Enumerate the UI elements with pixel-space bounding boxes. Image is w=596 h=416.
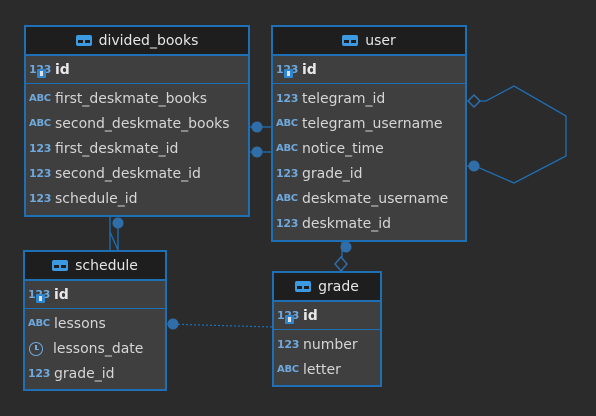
text-type-icon: ABC: [276, 118, 298, 129]
clock-icon: [29, 341, 43, 356]
text-type-icon: ABC: [29, 93, 51, 104]
table-icon: [52, 260, 69, 271]
number-type-icon: 123: [29, 142, 52, 155]
column-name: first_deskmate_id: [55, 140, 179, 157]
column-row[interactable]: ABC notice_time: [273, 136, 465, 161]
primary-key-row[interactable]: 123 id: [273, 56, 465, 84]
number-type-icon: 123: [276, 167, 299, 180]
column-name: schedule_id: [55, 190, 138, 207]
column-name: deskmate_username: [302, 190, 449, 207]
column-name: number: [303, 336, 358, 353]
entity-header: user: [273, 27, 465, 56]
column-name: id: [54, 286, 69, 303]
number-type-icon: 123: [276, 217, 299, 230]
rel-line-books-schedule-c: [109, 231, 119, 251]
number-type-icon: 123: [276, 92, 299, 105]
rel-diamond: [466, 93, 482, 109]
key-icon: [285, 315, 294, 324]
primary-key-row[interactable]: 123 id: [274, 302, 380, 330]
rel-diamond: [334, 255, 348, 273]
column-name: first_deskmate_books: [55, 90, 207, 107]
number-type-icon: 123: [277, 338, 300, 351]
text-type-icon: ABC: [277, 364, 299, 375]
column-name: second_deskmate_books: [55, 115, 230, 132]
rel-endpoint: [112, 217, 124, 229]
text-type-icon: ABC: [28, 318, 50, 329]
number-type-icon: 123: [28, 367, 51, 380]
rel-line-user-self: [466, 85, 567, 184]
number-type-icon: 123: [276, 63, 299, 78]
column-name: grade_id: [302, 165, 363, 182]
column-name: lessons: [54, 315, 106, 332]
number-type-icon: 123: [29, 192, 52, 205]
column-row[interactable]: ABC letter: [274, 357, 380, 382]
number-type-icon: 123: [28, 288, 51, 303]
rel-endpoint: [251, 146, 263, 158]
rel-endpoint: [251, 121, 263, 133]
column-name: deskmate_id: [302, 215, 391, 232]
primary-key-row[interactable]: 123 id: [26, 56, 248, 84]
text-type-icon: ABC: [276, 143, 298, 154]
number-type-icon: 123: [29, 167, 52, 180]
key-icon: [284, 69, 293, 78]
rel-endpoint: [167, 318, 179, 330]
column-name: telegram_id: [302, 90, 386, 107]
column-row[interactable]: ABC telegram_username: [273, 111, 465, 136]
rel-line-schedule-grade: [165, 323, 274, 328]
number-type-icon: 123: [277, 309, 300, 324]
column-name: second_deskmate_id: [55, 165, 201, 182]
entity-title: divided_books: [98, 32, 199, 49]
column-name: grade_id: [54, 365, 115, 382]
column-row[interactable]: lessons_date: [25, 336, 165, 361]
column-row[interactable]: ABC lessons: [25, 311, 165, 336]
entity-title: schedule: [75, 257, 138, 274]
primary-key-row[interactable]: 123 id: [25, 281, 165, 309]
column-name: notice_time: [302, 140, 384, 157]
table-icon: [342, 35, 359, 46]
column-name: id: [302, 61, 317, 78]
entity-divided-books[interactable]: divided_books 123 id ABC first_deskmate_b…: [24, 25, 250, 217]
entity-title: grade: [318, 278, 359, 295]
column-name: id: [303, 307, 318, 324]
rel-endpoint: [468, 160, 480, 172]
column-name: letter: [303, 361, 341, 378]
column-row[interactable]: ABC second_deskmate_books: [26, 111, 248, 136]
column-name: telegram_username: [302, 115, 443, 132]
number-type-icon: 123: [29, 63, 52, 78]
column-row[interactable]: ABC deskmate_username: [273, 186, 465, 211]
entity-header: divided_books: [26, 27, 248, 56]
text-type-icon: ABC: [276, 193, 298, 204]
table-icon: [75, 35, 92, 46]
entity-header: schedule: [25, 252, 165, 281]
rel-endpoint: [340, 241, 352, 253]
entity-title: user: [365, 32, 396, 49]
table-icon: [295, 281, 312, 292]
key-icon: [37, 69, 46, 78]
text-type-icon: ABC: [29, 118, 51, 129]
entity-header: grade: [274, 273, 380, 302]
key-icon: [36, 294, 45, 303]
column-row[interactable]: ABC first_deskmate_books: [26, 86, 248, 111]
column-name: lessons_date: [53, 340, 144, 357]
column-name: id: [55, 61, 70, 78]
